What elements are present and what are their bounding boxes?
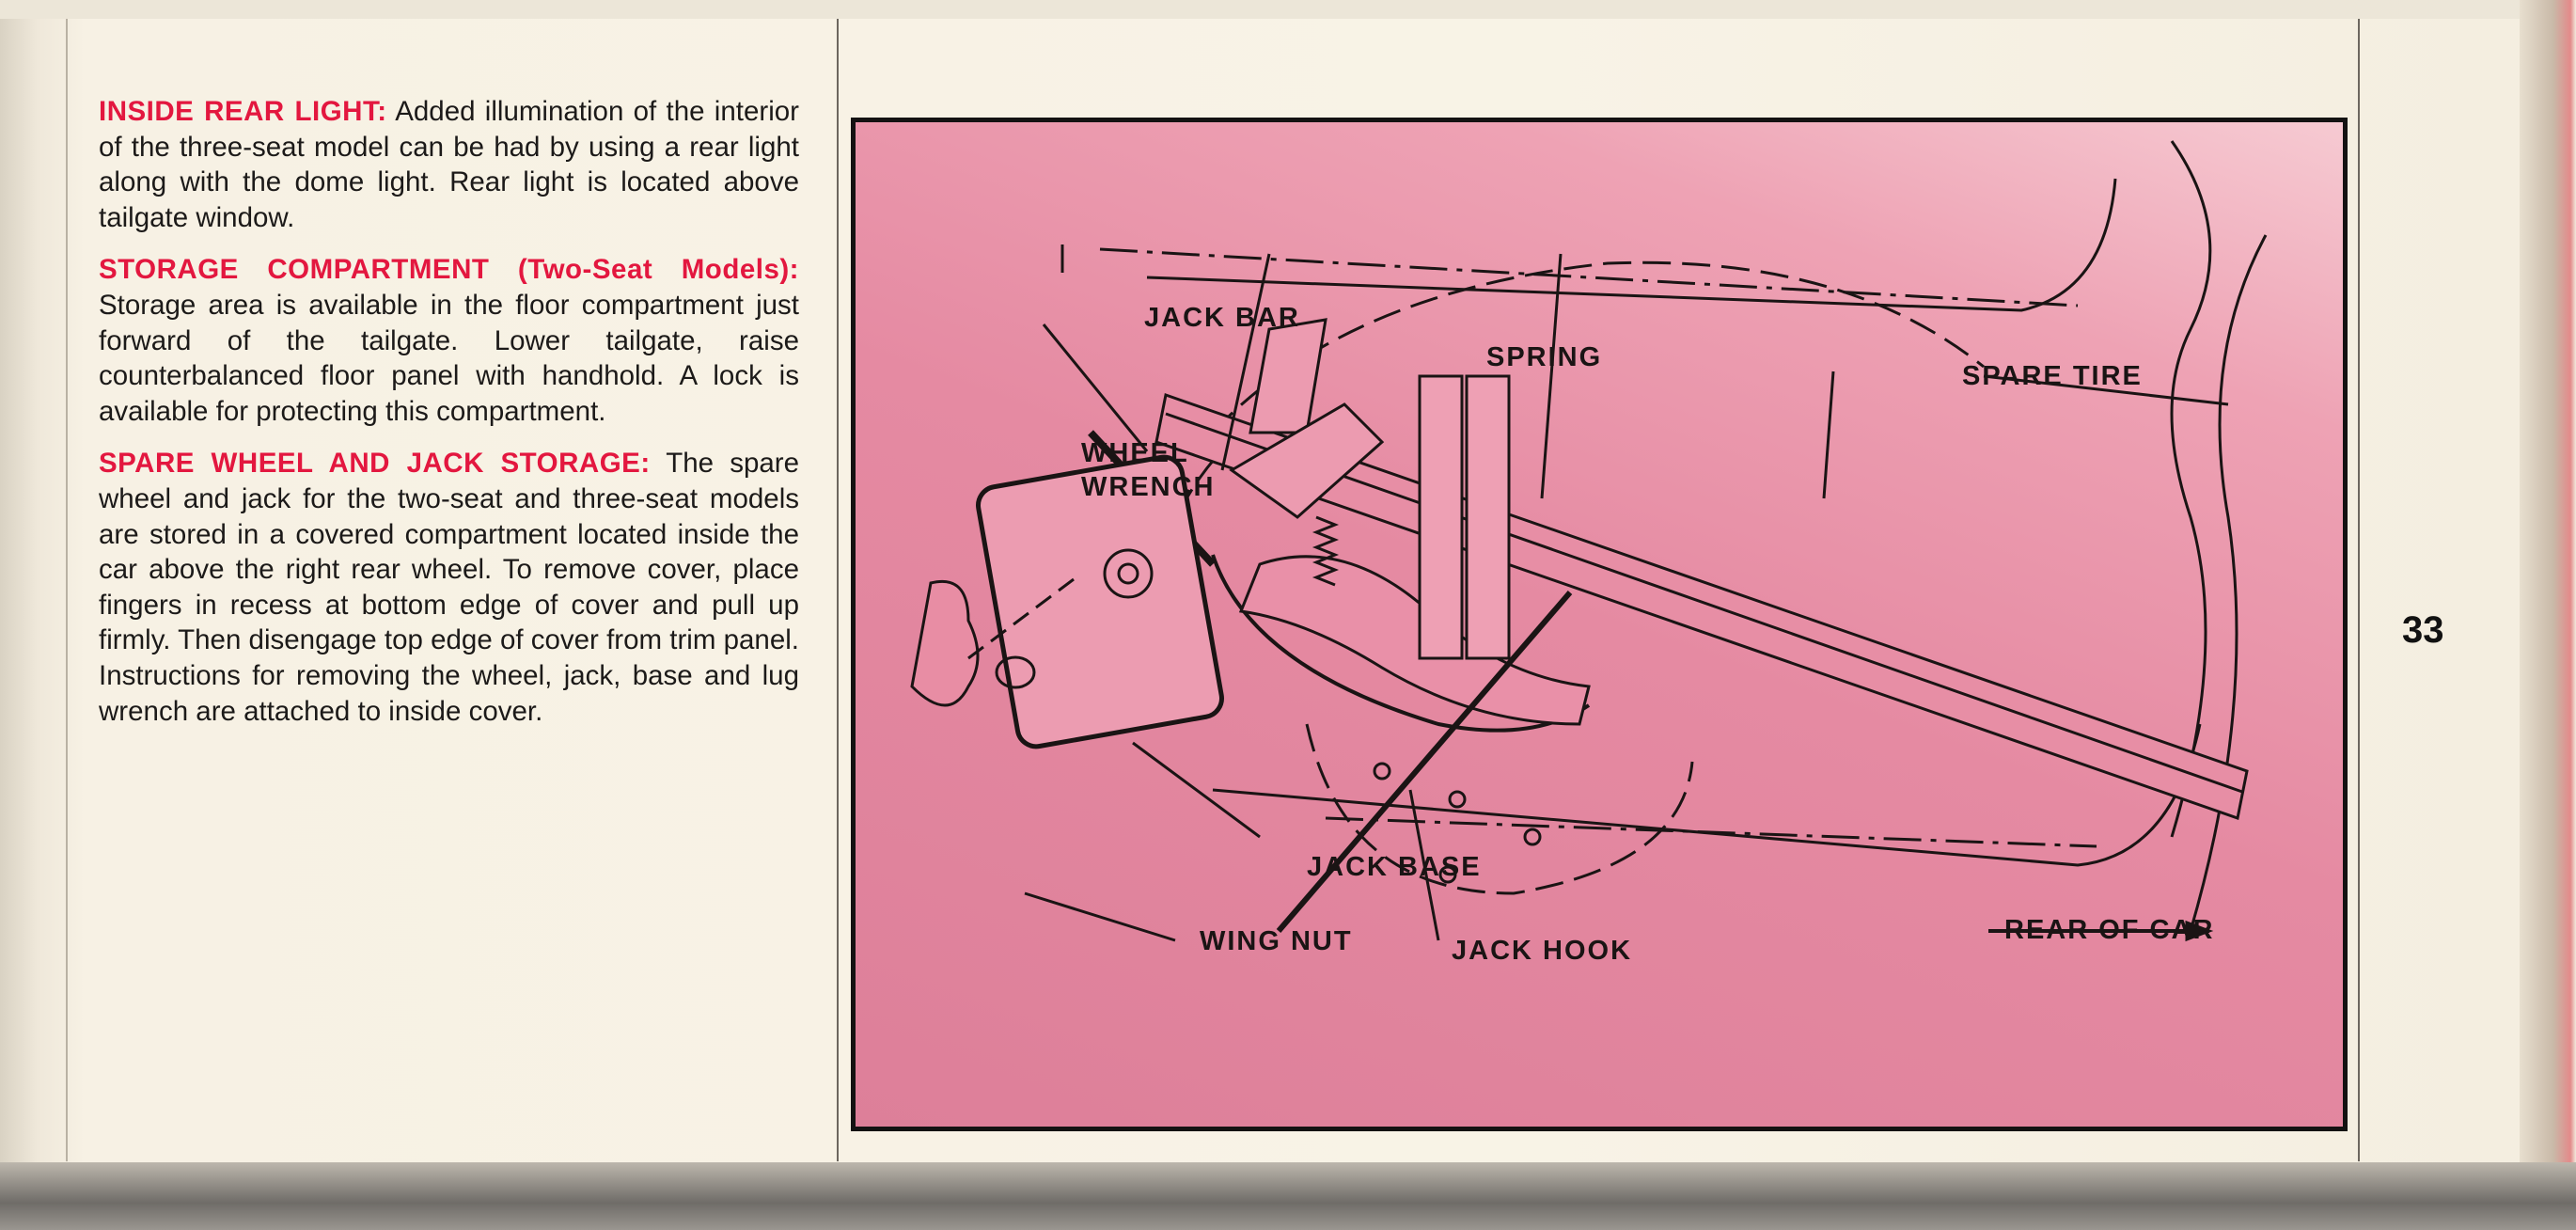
illustration-drawing (910, 140, 2268, 942)
section-body: The spare wheel and jack for the two-sea… (99, 448, 799, 727)
label-wing-nut: WING NUT (1200, 926, 1353, 956)
label-rear-of-car: REAR OF CAR (2004, 915, 2215, 945)
label-jack-hook: JACK HOOK (1452, 936, 1633, 966)
section-inside-rear-light: INSIDE REAR LIGHT: Added illumination of… (99, 94, 799, 235)
book-edge (2520, 0, 2576, 1230)
scan-shadow (0, 1162, 2576, 1230)
label-wheel-wrench: WHEEL WRENCH (1081, 436, 1216, 504)
section-heading: SPARE WHEEL AND JACK STORAGE: (99, 448, 651, 480)
section-storage-compartment: STORAGE COMPARTMENT (Two-Seat Models): S… (99, 252, 799, 429)
jack-storage-illustration: JACK BAR SPRING SPARE TIRE WHEEL WRENCH J… (851, 118, 2348, 1131)
label-line: WHEEL (1081, 438, 1189, 468)
section-spare-wheel: SPARE WHEEL AND JACK STORAGE: The spare … (99, 446, 799, 729)
label-jack-bar: JACK BAR (1144, 303, 1300, 333)
section-body: Storage area is available in the floor c… (99, 289, 799, 427)
label-spare-tire: SPARE TIRE (1962, 361, 2143, 391)
page-number: 33 (2402, 609, 2444, 651)
label-line: WRENCH (1081, 472, 1216, 502)
page-margin-rule (66, 19, 68, 1161)
column-divider (2358, 19, 2360, 1161)
column-divider (837, 19, 839, 1161)
label-jack-base: JACK BASE (1307, 852, 1482, 882)
section-heading: INSIDE REAR LIGHT: (99, 96, 387, 127)
section-heading: STORAGE COMPARTMENT (Two-Seat Models): (99, 254, 799, 286)
label-spring: SPRING (1486, 342, 1603, 372)
text-column: INSIDE REAR LIGHT: Added illumination of… (99, 94, 799, 746)
section-body: Added illumination of the interior of th… (99, 96, 799, 233)
